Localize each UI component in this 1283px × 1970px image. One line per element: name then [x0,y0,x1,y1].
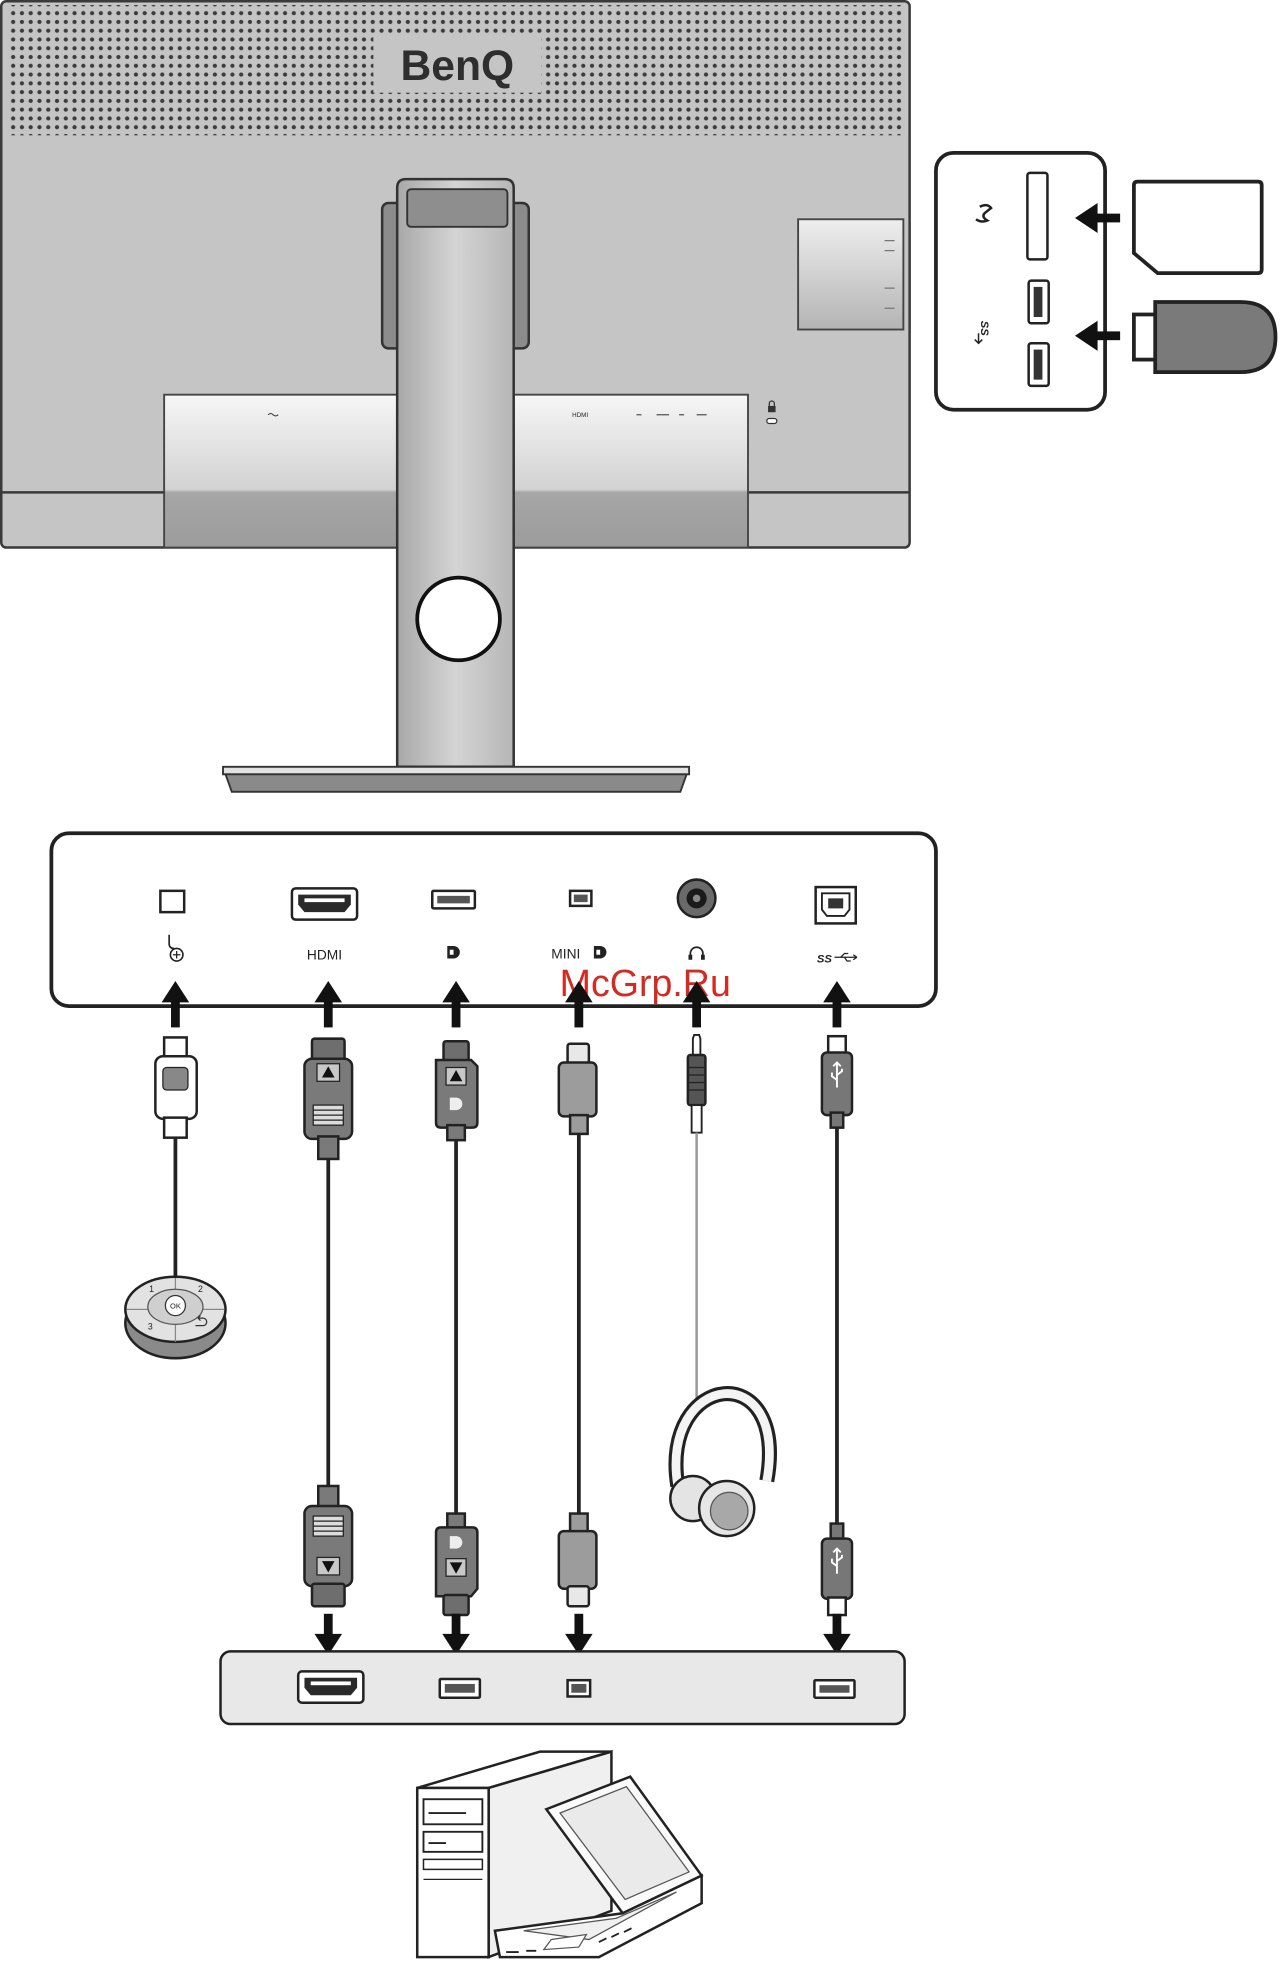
desktop-and-laptop-icon [417,1752,701,1957]
usb-b-upstream-port [816,887,856,923]
down-arrows [314,1614,850,1655]
headphone-jack [678,880,716,918]
rear-hdmi-label: HDMI [572,412,588,419]
port-panel-box [51,833,936,1006]
hdmi-port-icon [298,1671,363,1702]
displayport-cable [436,1041,477,1615]
remote-key-1: 1 [149,1284,154,1294]
mini-displayport-port-icon [568,1680,591,1696]
stand-base-top [223,767,689,775]
mini-displayport-port [570,891,591,906]
sd-card-slot [1027,173,1047,259]
hdmi-port-label: HDMI [307,948,342,963]
stand-base [226,774,687,792]
arrow-down-hdmi [314,1614,342,1655]
remote-port [160,891,184,912]
remote-controller-cable [155,1037,196,1280]
pc-port-panel [221,1651,905,1724]
side-ports-callout: SS [936,153,1276,410]
side-port-panel [798,219,903,329]
callout-usb-logo-text: SS [978,321,990,337]
remote-key-3: 3 [148,1321,153,1331]
displayport-logo-icon [447,946,460,959]
audio-cable [688,1035,706,1403]
usb-port-upper [1029,281,1049,324]
remote-key-2: 2 [198,1284,203,1294]
stand-pillar [397,179,514,767]
remote-ok-key: OK [170,1302,181,1311]
stand-handle-slot [407,189,507,227]
usb-port-icon [814,1680,854,1698]
usb-port-label: SS [817,953,833,965]
hdmi-cable [304,1039,352,1607]
sd-card-icon [1134,182,1262,273]
arrow-down-mini-dp [565,1614,593,1655]
osd-remote-controller: OK 1 2 3 [125,1277,225,1358]
brand-logo: BenQ [401,42,515,90]
arrow-down-usb [823,1614,851,1655]
headphones-icon [670,1394,769,1537]
usb-flash-drive-icon [1134,302,1276,372]
displayport-port-icon [440,1679,480,1698]
usb-port-lower [1029,343,1049,386]
mini-displayport-logo-icon [594,946,607,959]
callout-box [936,153,1105,410]
usb-cable [822,1036,852,1615]
monitor-port-panel: HDMI MINI [51,833,936,1006]
displayport-port [432,891,475,909]
mini-displayport-cable [559,1044,597,1607]
mini-displayport-label: MINI [551,947,580,962]
cable-management-hole [417,578,500,661]
hdmi-port [292,888,357,919]
arrow-down-dp [442,1614,470,1655]
